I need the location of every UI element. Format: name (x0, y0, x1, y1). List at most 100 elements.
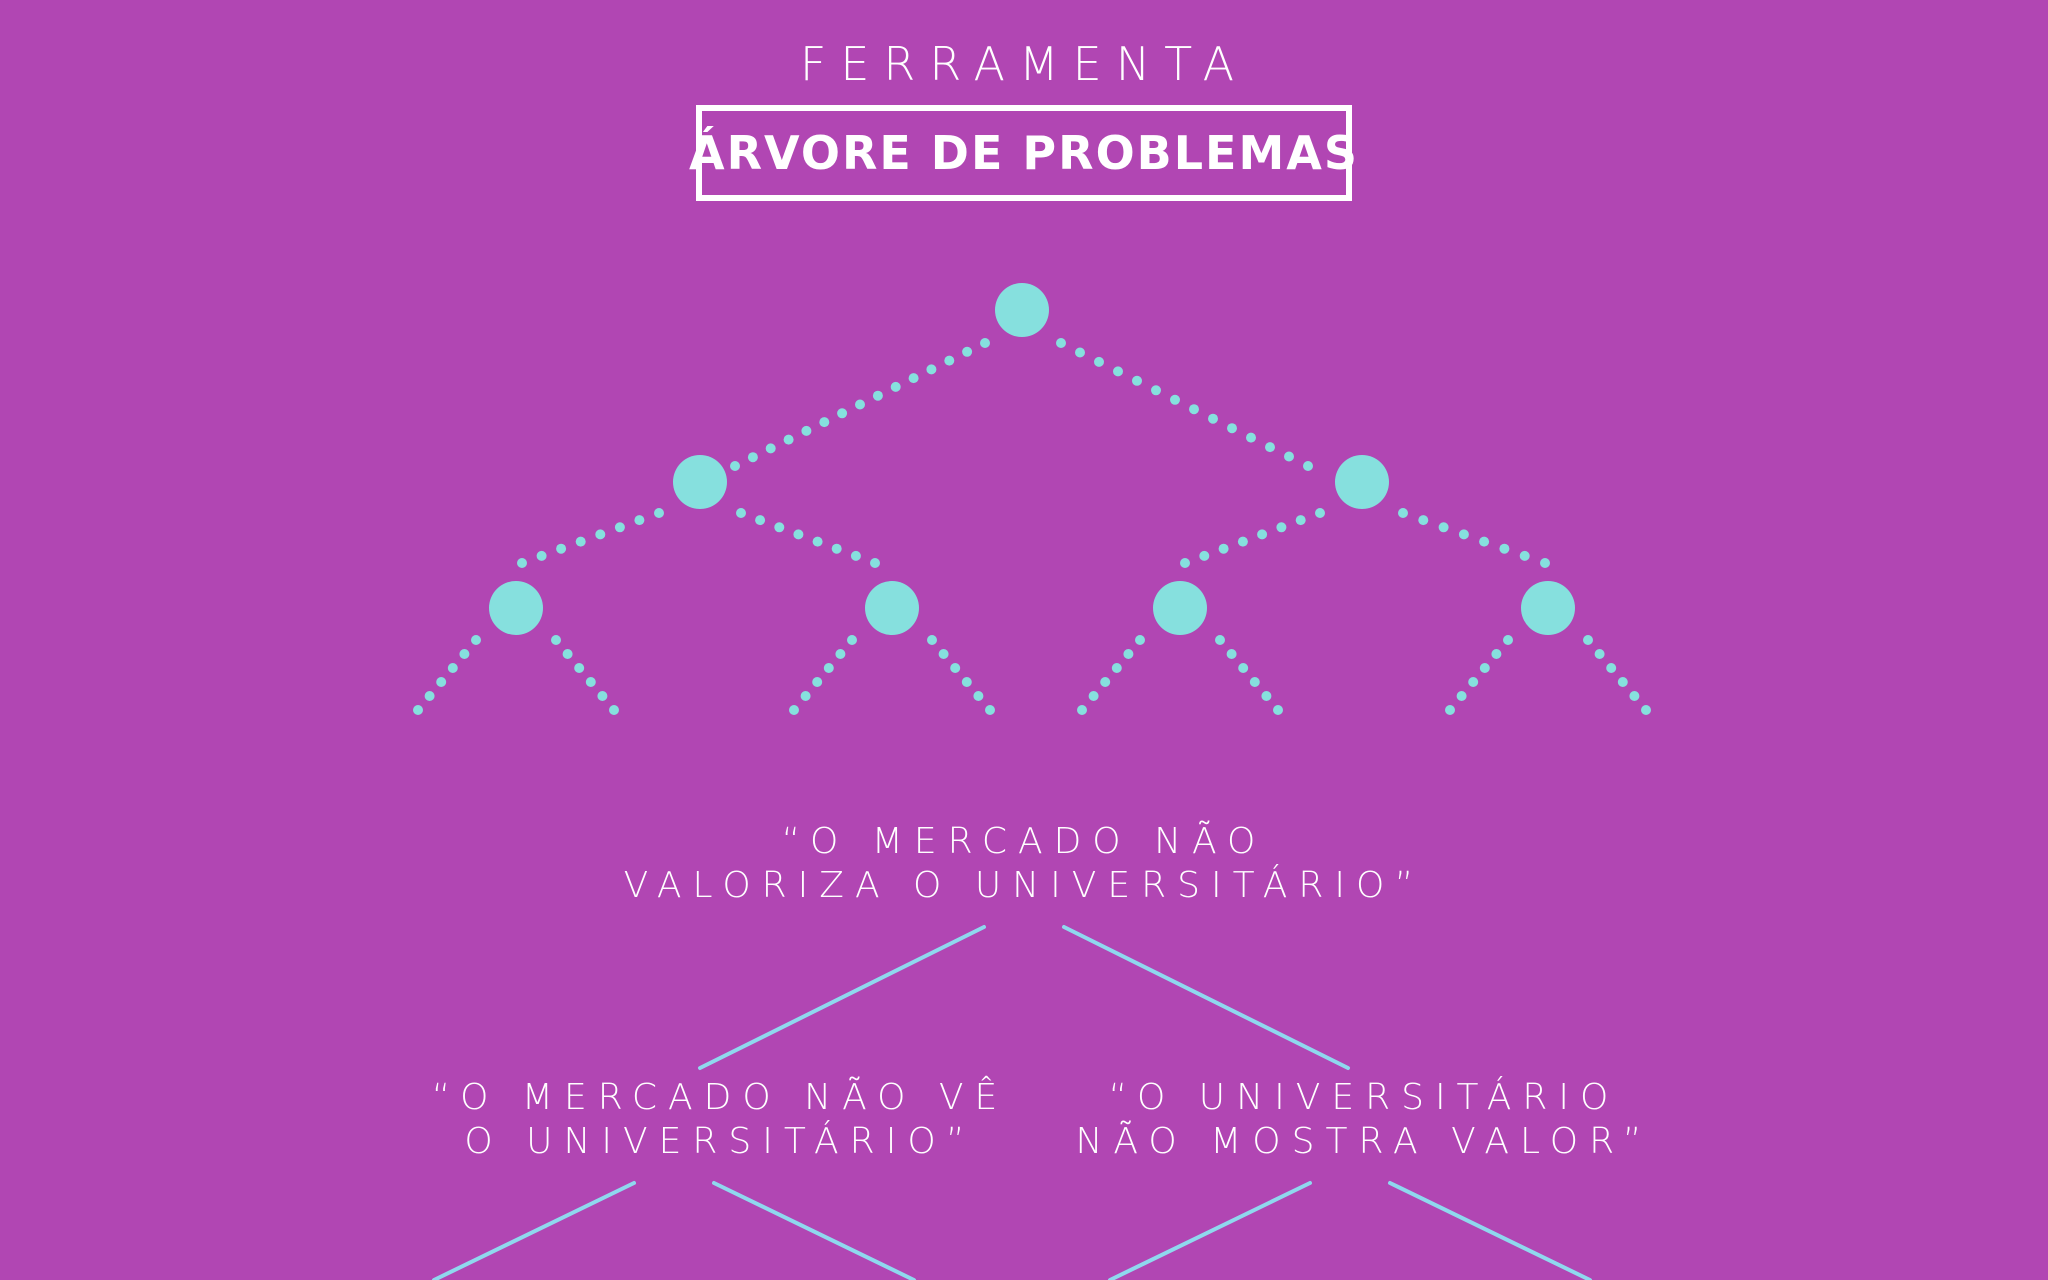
dotted-edge (1218, 543, 1229, 554)
dotted-edge (855, 399, 865, 410)
dotted-edge (837, 408, 848, 419)
dotted-edge (562, 649, 573, 659)
connector-line (432, 1181, 636, 1280)
dotted-edge (1284, 451, 1294, 462)
dotted-edge (1438, 522, 1449, 533)
connector-line (1062, 925, 1350, 1070)
tree-node-level-3 (1521, 581, 1575, 635)
dotted-edge (1237, 536, 1248, 547)
dotted-edge (585, 677, 596, 687)
dotted-edge (1227, 423, 1237, 434)
dotted-edge (1246, 432, 1256, 443)
dotted-edge (962, 346, 973, 357)
dotted-edge (1199, 550, 1210, 561)
dotted-edge (1135, 635, 1145, 645)
dotted-edge (870, 558, 880, 568)
dotted-edge (926, 364, 937, 375)
dotted-edge (1170, 394, 1180, 405)
dotted-edge (413, 705, 423, 715)
dotted-edge (1249, 677, 1260, 687)
dotted-edge (1111, 663, 1122, 673)
dotted-edge (927, 635, 937, 645)
dotted-edge (1519, 550, 1530, 561)
dotted-edge (985, 705, 995, 715)
dotted-edge (730, 461, 740, 471)
connector-line (698, 925, 986, 1070)
tree-node-level-3 (865, 581, 919, 635)
dotted-edge (1215, 635, 1225, 645)
dotted-edge (634, 515, 645, 526)
dotted-edge (1583, 635, 1593, 645)
dotted-edge (1056, 338, 1066, 348)
dotted-edge (1094, 356, 1104, 367)
dotted-edge (1468, 677, 1479, 687)
dotted-edge (980, 338, 990, 348)
dotted-edge (847, 635, 857, 645)
dotted-edge (1265, 442, 1275, 453)
dotted-edge (908, 373, 919, 384)
root-problem-line-2: VALORIZA O UNIVERSITÁRIO” (623, 865, 1425, 906)
dotted-edge (1617, 677, 1628, 687)
dotted-edge (1315, 508, 1325, 518)
cause-right-line-1: “O UNIVERSITÁRIO (1108, 1077, 1620, 1118)
dotted-edge (556, 543, 567, 554)
dotted-edge (424, 691, 435, 701)
dotted-edge (1491, 649, 1502, 659)
dotted-edge (800, 691, 811, 701)
dotted-edge (944, 355, 955, 366)
dotted-edge (1458, 529, 1469, 540)
dotted-edge (1226, 649, 1237, 659)
connector-line (1108, 1181, 1312, 1280)
tree-node-level-3 (489, 581, 543, 635)
dotted-edge (1398, 508, 1408, 518)
dotted-edge (1295, 515, 1306, 526)
dotted-edge (793, 529, 804, 540)
dotted-edge (1479, 663, 1490, 673)
tree-node-level-3 (1153, 581, 1207, 635)
dotted-edge (1629, 691, 1640, 701)
dotted-edge (1100, 677, 1111, 687)
tree-node-level-2 (1335, 455, 1389, 509)
dotted-edge (774, 522, 785, 533)
dotted-edge (1503, 635, 1513, 645)
dotted-edge (1594, 649, 1605, 659)
dotted-edge (1261, 691, 1272, 701)
tree-node-root (995, 283, 1049, 337)
dotted-edge (1641, 705, 1651, 715)
dotted-edge (812, 536, 823, 547)
tree-node-level-2 (673, 455, 727, 509)
dotted-edge (1445, 705, 1455, 715)
dotted-edge (471, 635, 481, 645)
dotted-edge (1075, 347, 1085, 358)
dotted-edge (1189, 404, 1199, 415)
dotted-edge (961, 677, 972, 687)
dotted-edge (517, 558, 527, 568)
dotted-edge (654, 508, 664, 518)
dotted-edge (609, 705, 619, 715)
connector-line (712, 1181, 916, 1280)
dotted-edge (597, 691, 608, 701)
tool-title: ÁRVORE DE PROBLEMAS (689, 126, 1359, 180)
dotted-edge (574, 663, 585, 673)
dotted-edge (783, 434, 794, 445)
title-frame: ÁRVORE DE PROBLEMAS (689, 105, 1357, 201)
dotted-edge (447, 663, 458, 673)
dotted-edge (1208, 413, 1218, 424)
cause-left-line-2: O UNIVERSITÁRIO” (464, 1121, 976, 1162)
dotted-edge (1606, 663, 1617, 673)
dotted-edge (436, 677, 447, 687)
quote-connectors (432, 925, 1592, 1280)
dotted-edge (575, 536, 586, 547)
dotted-edge (747, 452, 758, 463)
dotted-edge (736, 508, 746, 518)
cause-right-line-2: NÃO MOSTRA VALOR” (1075, 1121, 1653, 1162)
dotted-edge (950, 663, 961, 673)
dotted-edge (1276, 522, 1287, 533)
tool-overline: FERRAMENTA (799, 37, 1249, 91)
dotted-edge (551, 635, 561, 645)
dotted-edge (1456, 691, 1467, 701)
dotted-edge (1418, 515, 1429, 526)
dotted-edge (823, 663, 834, 673)
dotted-edge (819, 417, 830, 428)
dotted-edge (801, 425, 812, 436)
